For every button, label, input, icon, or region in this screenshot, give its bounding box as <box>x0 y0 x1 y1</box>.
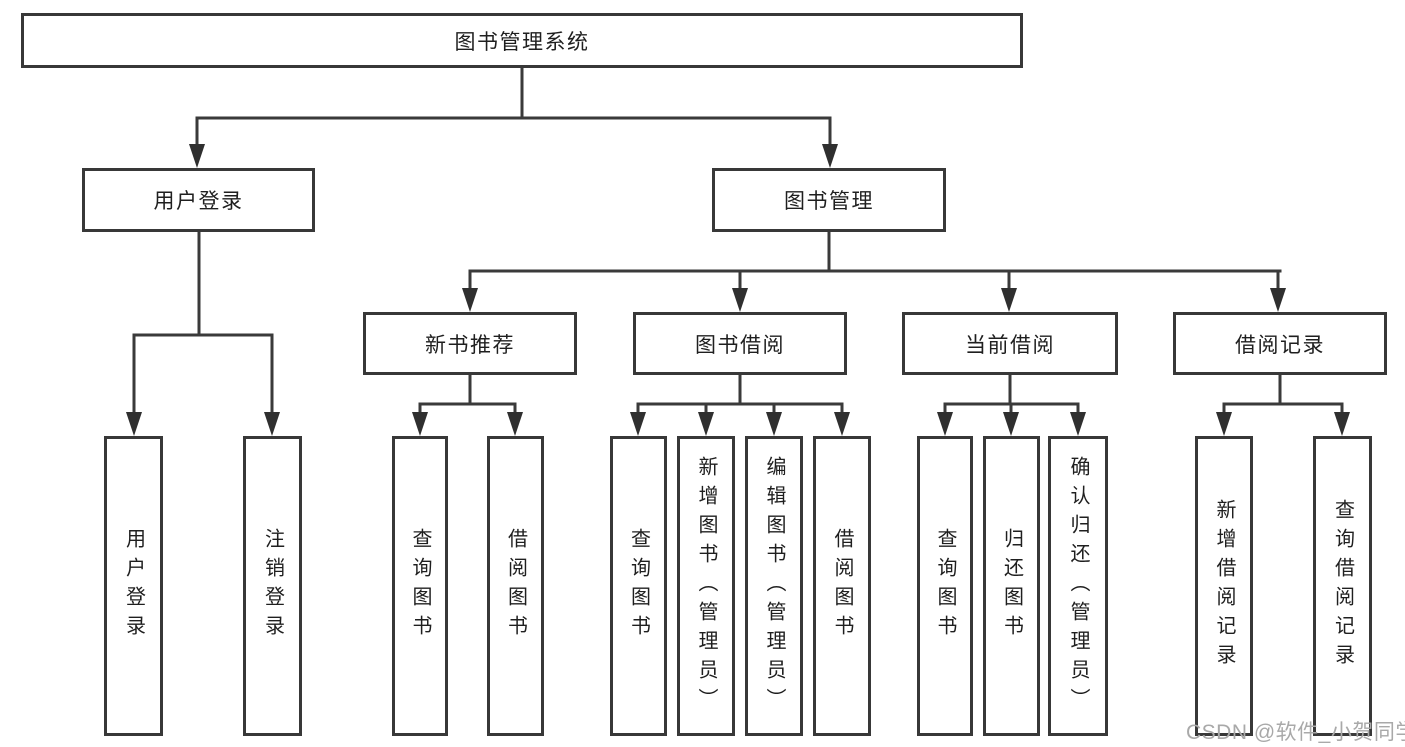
node-label: 注销登录 <box>261 528 284 644</box>
node-label: 图书管理 <box>784 190 874 213</box>
node-book-management: 图书管理 <box>712 168 946 232</box>
leaf-bb-borrow-book: 借阅图书 <box>813 436 871 736</box>
node-new-book-recommend: 新书推荐 <box>363 312 577 375</box>
node-label: 编辑图书（管理员） <box>763 455 785 717</box>
node-label: 图书管理系统 <box>454 30 590 54</box>
node-label: 当前借阅 <box>965 333 1055 357</box>
node-borrow-record: 借阅记录 <box>1173 312 1387 375</box>
node-label: 借阅图书 <box>831 528 853 644</box>
node-label: 图书借阅 <box>695 333 785 357</box>
csdn-watermark: CSDN @软件_小贺同学 <box>1186 721 1405 744</box>
node-label: 确认归还（管理员） <box>1067 455 1089 717</box>
leaf-bb-query-book: 查询图书 <box>610 436 667 736</box>
arrowheads <box>126 144 1350 436</box>
node-current-borrow: 当前借阅 <box>902 312 1118 375</box>
node-label: 查询图书 <box>409 528 431 644</box>
node-label: 借阅图书 <box>504 528 527 644</box>
node-book-borrow: 图书借阅 <box>633 312 847 375</box>
leaf-rec-borrow-book: 借阅图书 <box>487 436 544 736</box>
node-label: 新书推荐 <box>425 333 515 357</box>
node-user-login: 用户登录 <box>82 168 315 232</box>
leaf-bb-add-book-admin: 新增图书（管理员） <box>677 436 735 736</box>
leaf-rec-query-book: 查询图书 <box>392 436 448 736</box>
node-label: 查询借阅记录 <box>1331 499 1354 673</box>
node-label: 借阅记录 <box>1235 333 1325 357</box>
node-label: 新增借阅记录 <box>1213 499 1235 673</box>
leaf-br-query-record: 查询借阅记录 <box>1313 436 1372 736</box>
leaf-user-login: 用户登录 <box>104 436 163 736</box>
node-root-system: 图书管理系统 <box>21 13 1023 68</box>
node-label: 查询图书 <box>627 528 650 644</box>
leaf-cb-return-book: 归还图书 <box>983 436 1040 736</box>
leaf-bb-edit-book-admin: 编辑图书（管理员） <box>745 436 803 736</box>
node-label: 查询图书 <box>934 528 956 644</box>
node-label: 归还图书 <box>1000 528 1023 644</box>
leaf-logout: 注销登录 <box>243 436 302 736</box>
node-label: 新增图书（管理员） <box>695 455 717 717</box>
leaf-cb-query-book: 查询图书 <box>917 436 973 736</box>
leaf-cb-confirm-return-admin: 确认归还（管理员） <box>1048 436 1108 736</box>
node-label: 用户登录 <box>153 190 244 213</box>
node-label: 用户登录 <box>122 528 145 644</box>
leaf-br-add-record: 新增借阅记录 <box>1195 436 1253 736</box>
